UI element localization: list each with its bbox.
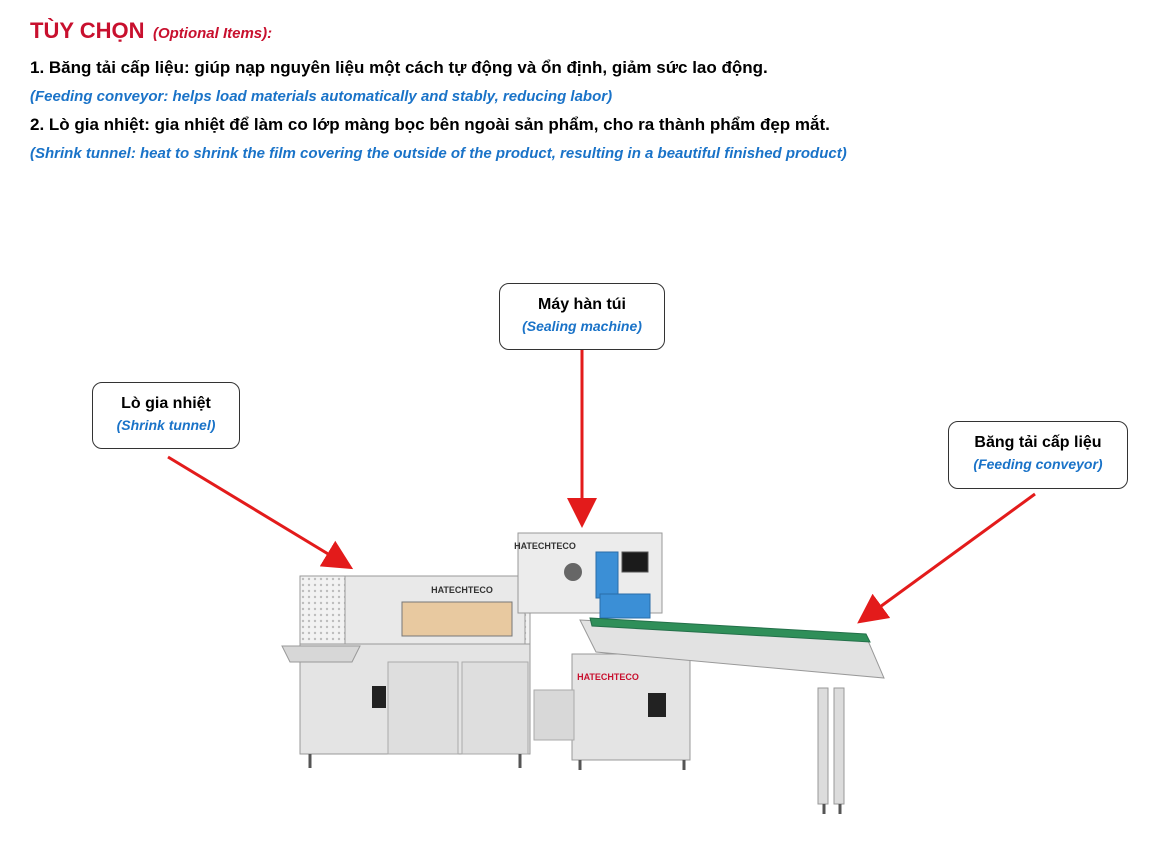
brand-label-sealer-top: HATECHTECO xyxy=(514,541,576,551)
callout-shrink-vi: Lò gia nhiệt xyxy=(121,395,211,412)
callout-feeding-vi: Băng tải cấp liệu xyxy=(974,434,1102,451)
callout-shrink-tunnel: Lò gia nhiệt (Shrink tunnel) xyxy=(92,382,240,449)
arrow-shrink xyxy=(167,455,354,570)
page-subtitle: (Optional Items): xyxy=(152,25,273,42)
item-1-vietnamese: 1. Băng tải cấp liệu: giúp nạp nguyên li… xyxy=(30,58,768,77)
sealing-machine: HATECHTECO HATECHTECO xyxy=(514,532,691,770)
shrink-tunnel: HATECHTECO xyxy=(281,575,531,768)
page-title: TÙY CHỌN xyxy=(30,18,145,43)
brand-label-tunnel: HATECHTECO xyxy=(431,585,493,595)
callout-sealing-vi: Máy hàn túi xyxy=(537,296,626,313)
brand-label-sealer-base: HATECHTECO xyxy=(577,672,639,682)
callout-sealing-en: (Sealing machine) xyxy=(522,318,642,334)
item-1-english: (Feeding conveyor: helps load materials … xyxy=(30,88,613,105)
feeding-conveyor xyxy=(579,617,885,814)
item-2-vietnamese: 2. Lò gia nhiệt: gia nhiệt để làm co lớp… xyxy=(30,115,830,134)
header: TÙY CHỌN (Optional Items): xyxy=(30,18,272,44)
callout-sealing-machine: Máy hàn túi (Sealing machine) xyxy=(499,283,665,350)
callout-feeding-en: (Feeding conveyor) xyxy=(973,456,1103,472)
callout-feeding-conveyor: Băng tải cấp liệu (Feeding conveyor) xyxy=(948,421,1128,489)
item-2-english: (Shrink tunnel: heat to shrink the film … xyxy=(30,145,847,162)
arrow-feeding xyxy=(857,492,1036,624)
callout-shrink-en: (Shrink tunnel) xyxy=(116,417,216,433)
